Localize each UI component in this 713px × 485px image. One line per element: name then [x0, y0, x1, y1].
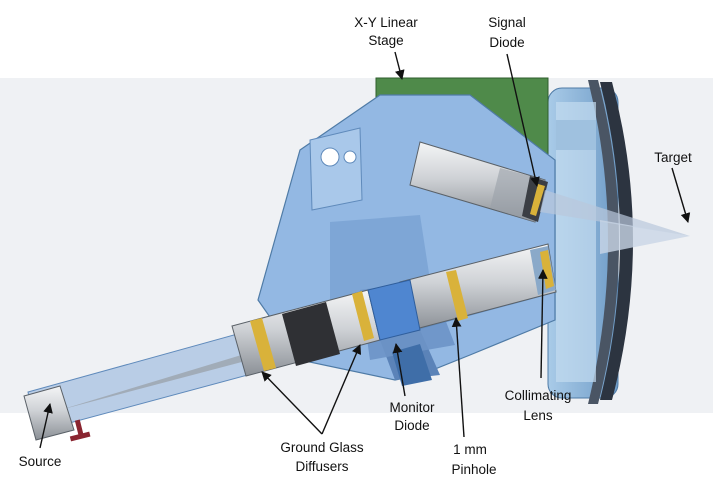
label-diffusers-line2: Diffusers — [295, 459, 348, 474]
signal-diode-assembly — [409, 141, 690, 236]
target-beam — [600, 220, 690, 254]
label-xy-stage-line1: X-Y Linear — [354, 15, 418, 30]
label-monitor-diode-line2: Diode — [394, 418, 429, 433]
label-xy-stage-line2: Stage — [368, 33, 403, 48]
leader-arrows — [39, 51, 691, 449]
label-pinhole-line2: Pinhole — [451, 462, 496, 477]
label-source: Source — [19, 454, 62, 469]
label-target: Target — [654, 150, 692, 165]
pinhole-disk — [446, 270, 468, 321]
label-monitor-diode-line1: Monitor — [389, 400, 435, 415]
label-signal-diode-line1: Signal — [488, 15, 526, 30]
label-collimating-lens-line2: Lens — [523, 408, 553, 423]
optical-tube — [27, 243, 557, 433]
label-signal-diode-line2: Diode — [489, 35, 524, 50]
label-collimating-lens-line1: Collimating — [505, 388, 572, 403]
label-diffusers-line1: Ground Glass — [280, 440, 364, 455]
ground-glass-diffuser-1 — [250, 318, 276, 371]
ground-glass-diffuser-2 — [352, 291, 374, 341]
label-pinhole-line1: 1 mm — [453, 442, 487, 457]
